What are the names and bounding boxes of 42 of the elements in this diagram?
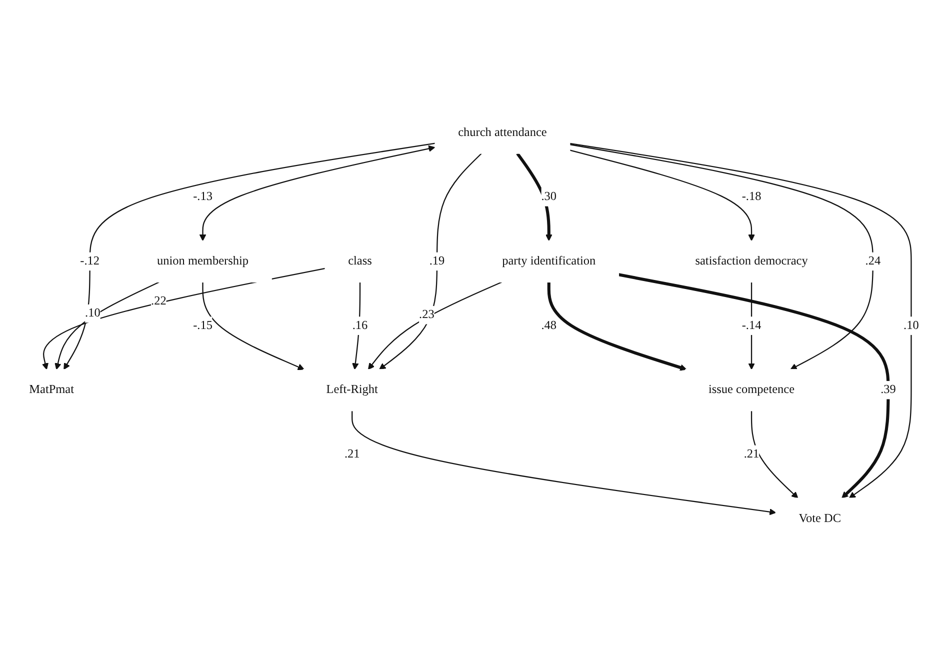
edge-label: .22 bbox=[151, 294, 166, 308]
node-text: MatPmat bbox=[29, 382, 74, 396]
edge-label: -.15 bbox=[193, 318, 212, 332]
arrow bbox=[42, 268, 326, 370]
edge-label: -.12 bbox=[80, 254, 100, 268]
node-text: satisfaction democracy bbox=[695, 254, 808, 268]
edge-label: .48 bbox=[541, 318, 557, 332]
edge-label: -.18 bbox=[742, 190, 762, 203]
edge-label: .21 bbox=[344, 447, 360, 460]
edge-label: .16 bbox=[352, 318, 368, 332]
edge-label: .24 bbox=[865, 254, 881, 268]
arrow bbox=[54, 281, 160, 370]
arrow bbox=[570, 144, 874, 370]
arrow bbox=[547, 282, 687, 371]
arrow bbox=[368, 281, 502, 370]
edge-label: .10 bbox=[904, 318, 919, 332]
edge-label: -.14 bbox=[742, 318, 762, 332]
edge-label: .23 bbox=[419, 308, 434, 321]
arrow bbox=[516, 152, 552, 241]
node-text: church attendance bbox=[458, 126, 547, 139]
edge-label: .19 bbox=[429, 254, 445, 268]
arrow bbox=[570, 149, 755, 241]
node-text: class bbox=[348, 254, 372, 268]
arrow bbox=[352, 282, 361, 370]
edge-label: .10 bbox=[85, 306, 100, 320]
node-text: party identification bbox=[502, 254, 596, 268]
arrow bbox=[202, 282, 304, 370]
node-text: issue competence bbox=[708, 382, 795, 396]
arrow bbox=[199, 145, 436, 241]
arrow bbox=[570, 142, 912, 498]
arrow bbox=[750, 410, 798, 498]
node-text: Vote DC bbox=[798, 512, 842, 525]
arrow bbox=[379, 152, 482, 370]
edge-label: .21 bbox=[744, 447, 760, 460]
arrow bbox=[64, 142, 436, 370]
edge-label: .39 bbox=[880, 382, 896, 396]
edge-label: .30 bbox=[541, 190, 557, 203]
edge-label: -.13 bbox=[193, 190, 212, 203]
arrow bbox=[352, 410, 776, 515]
node-text: Left-Right bbox=[326, 382, 378, 396]
arrow bbox=[618, 272, 890, 498]
arrow bbox=[748, 282, 755, 370]
